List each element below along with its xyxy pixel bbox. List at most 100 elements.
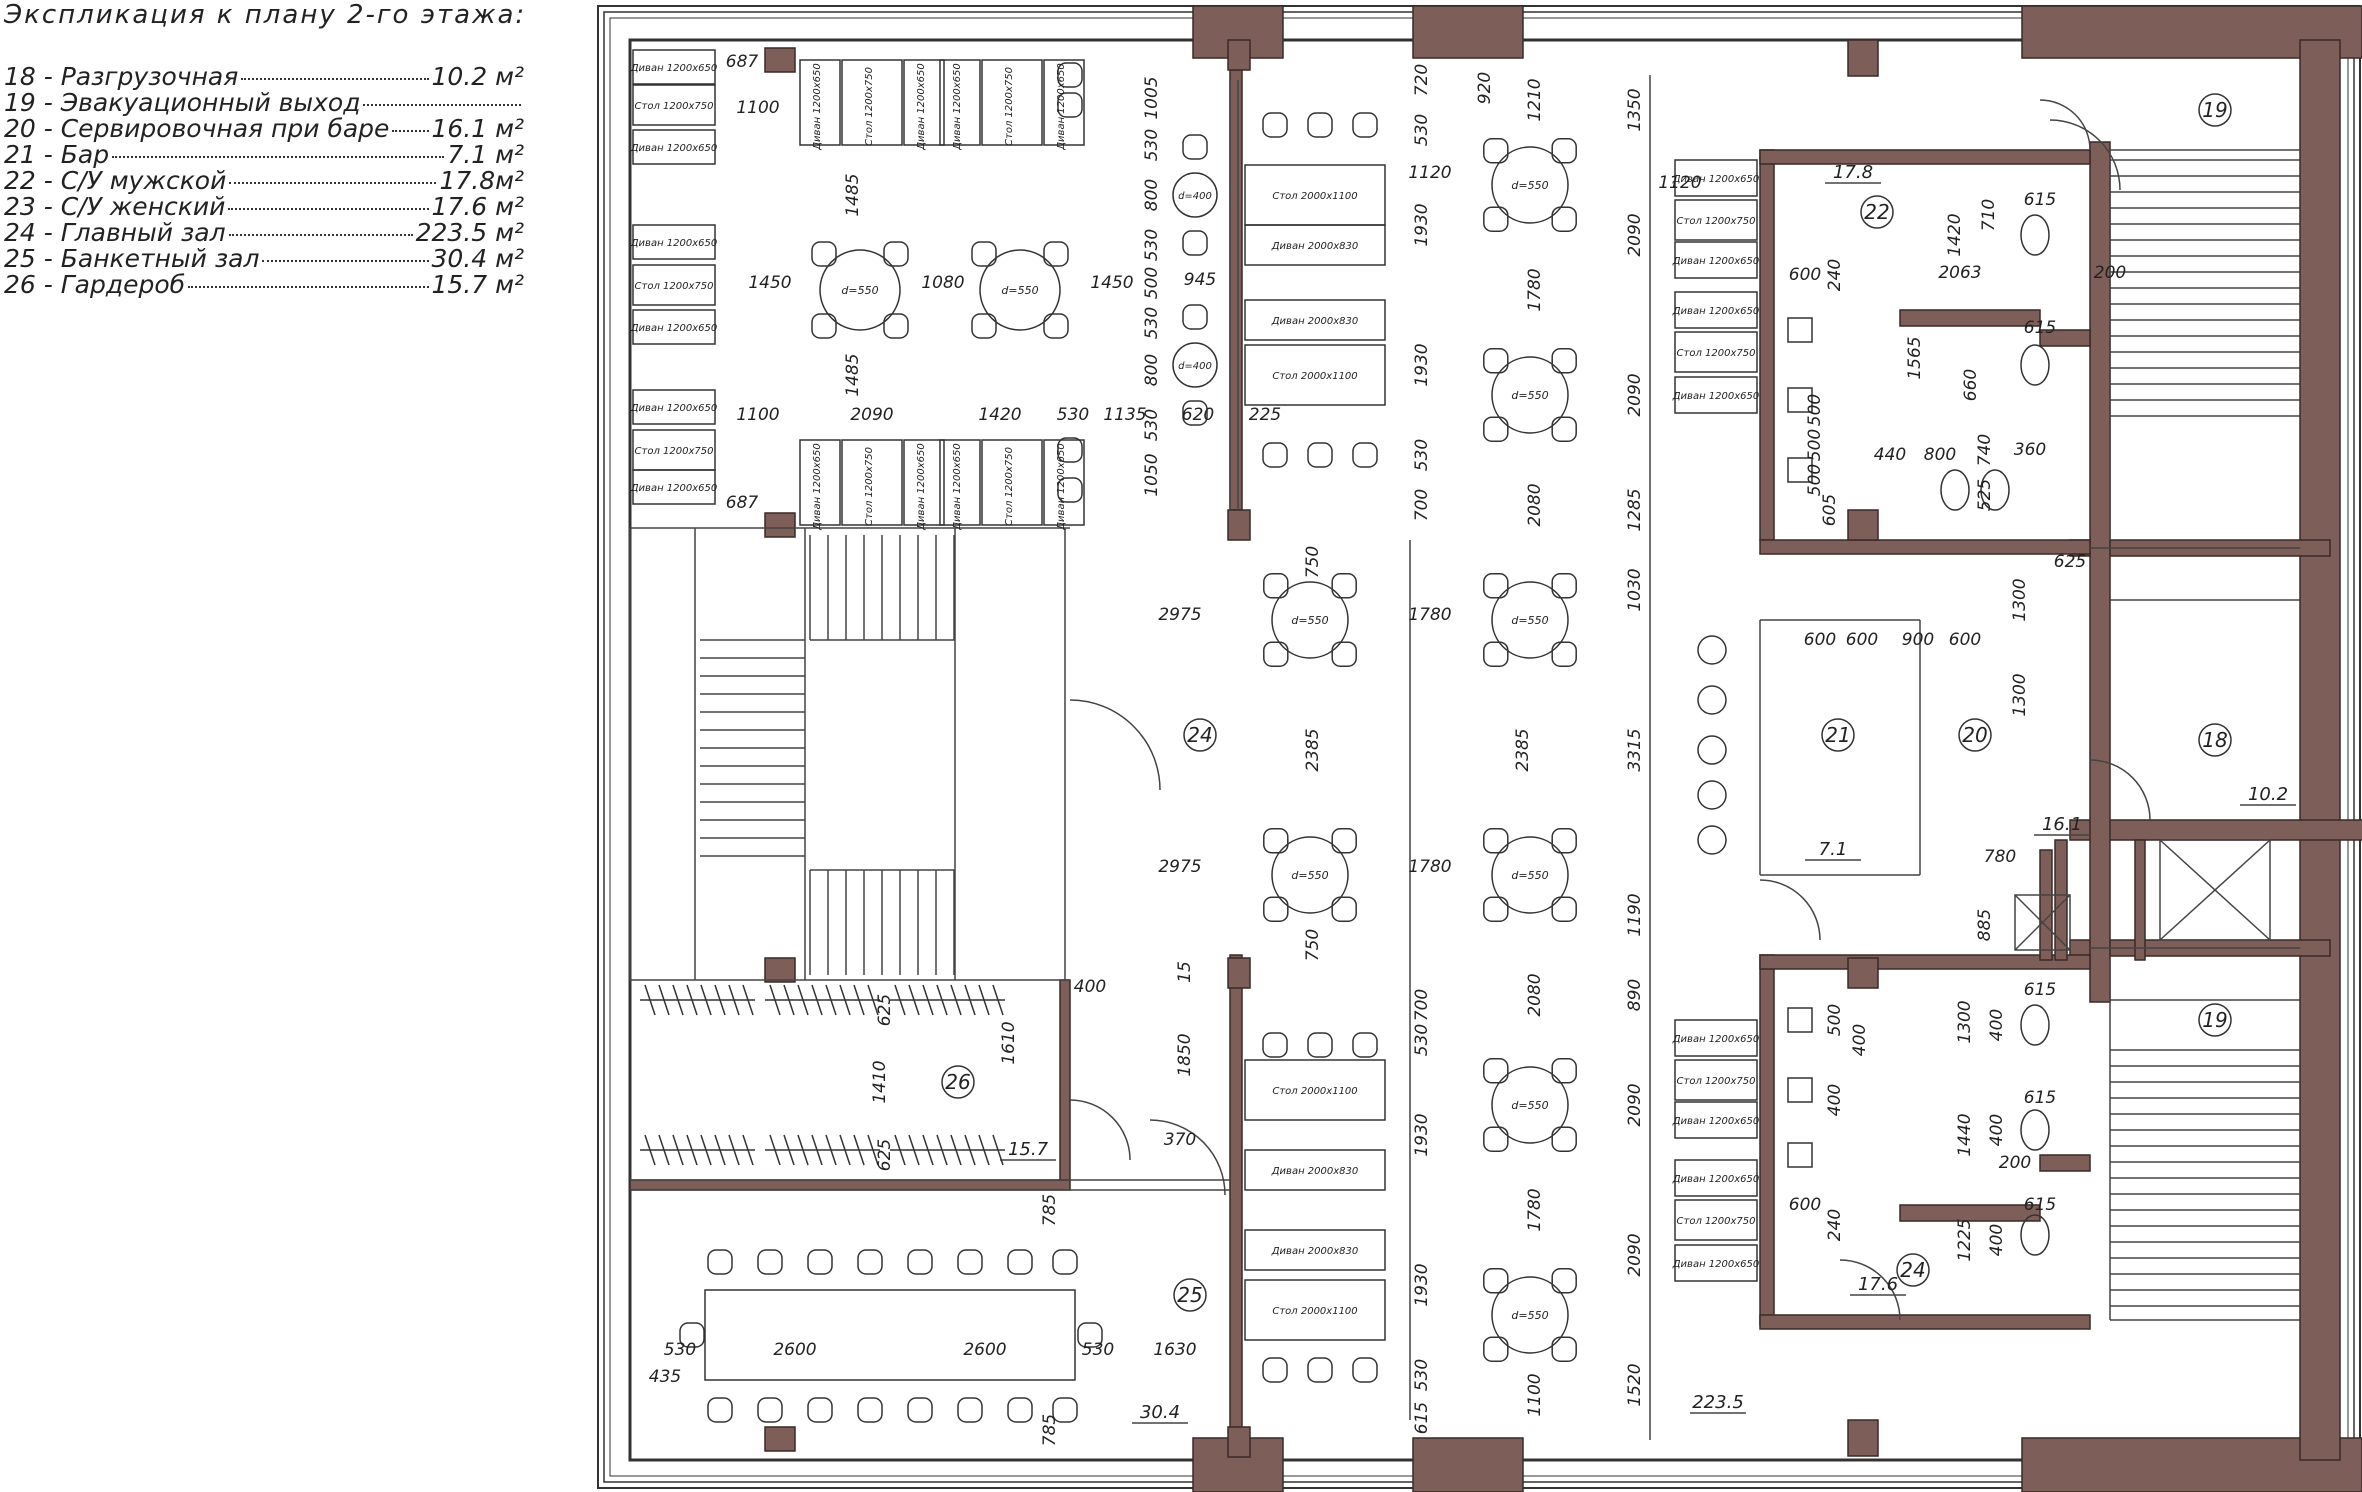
dimension-label: 750 [1303,546,1323,578]
chair [1483,416,1509,442]
dimension-label: 530 [1412,1359,1432,1391]
dimension-label: 500 [1825,1004,1845,1036]
furniture-piece [1244,344,1386,406]
chair [971,313,997,339]
wall [764,957,796,983]
dimension-label: 530 [1142,129,1162,161]
elevator-shaft [2014,894,2071,951]
dimension-label: 1565 [1905,336,1925,379]
dimension-label: 1930 [1412,203,1432,246]
dimension-label: 785 [1040,1194,1060,1226]
round-table [1271,581,1349,659]
dimension-label: 1780 [1408,857,1451,877]
room-number: 22 [1864,200,1889,224]
area-label: 30.4 [1140,1402,1180,1423]
bar-stool [1697,635,1727,665]
dimension-label: 890 [1625,979,1645,1011]
furniture-piece [1674,241,1758,279]
wall [1759,149,2091,165]
wall [1412,5,1524,59]
dimension-label: 530 [664,1340,696,1360]
furniture-label: Стол 1200х750 [635,446,714,457]
dimension-label: 2090 [1625,1233,1645,1276]
dimension-label: 1080 [921,273,964,293]
furniture-label: Диван 1200х650 [1672,256,1760,267]
dimension-label: 530 [1142,229,1162,261]
furniture-piece [632,84,716,126]
furniture-label: Стол 1200х750 [1004,447,1015,526]
legend-item-area: 16.1 м² [431,114,525,143]
bar-stool [1697,685,1727,715]
chair [1483,206,1509,232]
legend-item-leader [228,234,413,236]
furniture-piece [799,439,841,526]
chair [957,1249,983,1275]
area-label: 223.5 [1692,1392,1744,1413]
furniture-piece [632,469,716,505]
dimension-label: 885 [1975,909,1995,941]
dimension-label: 615 [2024,1088,2056,1108]
dimension-label: 1225 [1955,1218,1975,1261]
room-number: 21 [1825,723,1850,747]
legend-item-area: 223.5 м² [415,218,524,247]
hanger [839,1134,851,1166]
legend-item-leader [229,182,437,184]
dimension-label: 1485 [843,353,863,396]
furniture-label: Диван 1200х650 [1672,1034,1760,1045]
chair [1263,573,1289,599]
furniture-label: Диван 1200х650 [1672,1116,1760,1127]
dimension-label: 615 [2024,980,2056,1000]
dimension-label: 615 [2024,190,2056,210]
chair [1352,1032,1378,1058]
dimension-label: 2385 [1513,728,1533,771]
chair [1182,230,1208,256]
dimension-label: 1420 [978,405,1021,425]
room-number-circle [1173,1278,1207,1312]
dimension-label: 530 [1412,114,1432,146]
chair [1483,641,1509,667]
round-table [979,249,1061,331]
door-swing [1149,1119,1226,1196]
dimension-label: 1485 [843,173,863,216]
dimension-label: 605 [1820,494,1840,526]
wall [2039,329,2091,347]
wall [2299,39,2341,1461]
chair [1052,1397,1078,1423]
furniture-piece [632,129,716,165]
furniture-piece [1244,1149,1386,1191]
round-table-small [1172,342,1218,388]
wall [1759,1314,2091,1330]
furniture-label: Стол 1200х750 [1677,216,1756,227]
dimension-label: 600 [1789,1195,1821,1215]
hanger [811,984,823,1016]
furniture-label: Диван 2000х830 [1271,241,1359,252]
hanger [700,984,712,1016]
chair [807,1249,833,1275]
chair [707,1397,733,1423]
table-size-label: d=550 [1001,284,1038,297]
furniture-piece [632,309,716,345]
wall [2054,839,2068,961]
chair [1483,573,1509,599]
chair [1331,641,1357,667]
chair [1483,138,1509,164]
furniture-piece [1674,1244,1758,1282]
dimension-label: 1350 [1625,88,1645,131]
dimension-label: 785 [1040,1414,1060,1446]
chair [1352,1357,1378,1383]
hanger [769,1134,781,1166]
chair [1551,138,1577,164]
wall [2134,839,2146,961]
round-table [1271,836,1349,914]
legend-item-label: 20 - Сервировочная при баре [4,114,390,143]
dimension-label: 1440 [1955,1113,1975,1156]
legend-item-leader [188,286,429,288]
wall [1847,957,1879,989]
furniture-piece [1674,1199,1758,1241]
legend-item-area: 7.1 м² [447,140,524,169]
legend-item-area: 30.4 м² [431,244,525,273]
dimension-label: 687 [726,52,759,72]
chair [1307,112,1333,138]
